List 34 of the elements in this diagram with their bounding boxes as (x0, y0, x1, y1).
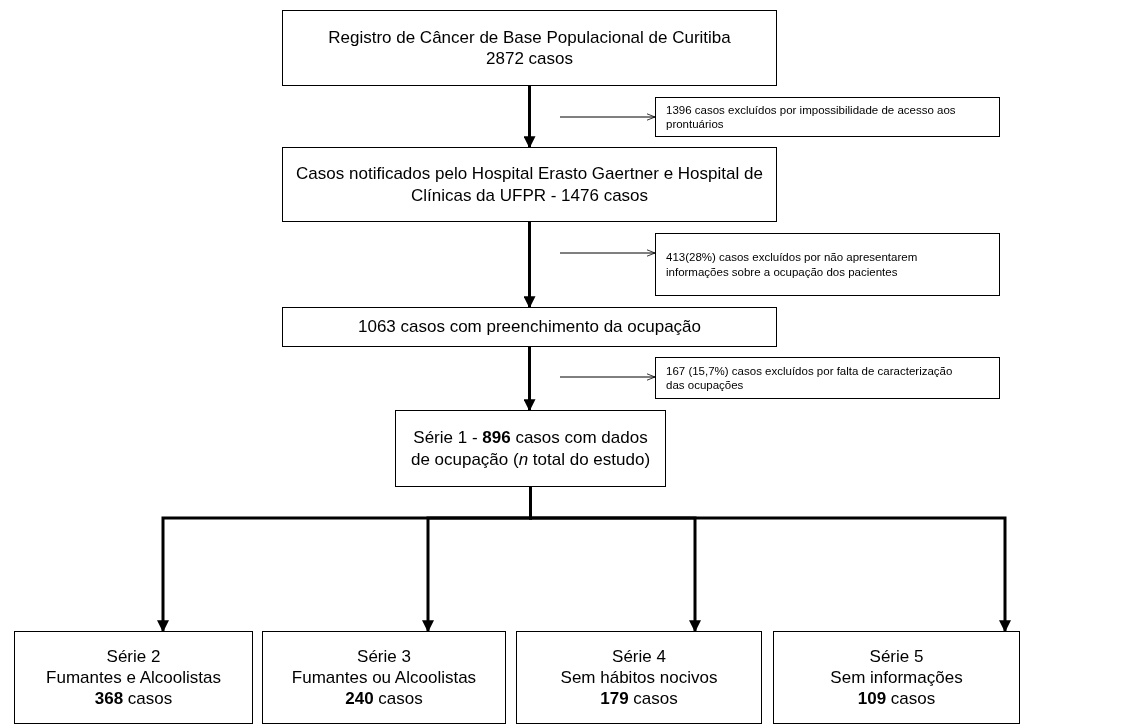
box-text: Casos notificados pelo Hospital Erasto Gaertner e Hospital de Clínicas da UFPR - 1476 casos (295, 163, 764, 206)
process-box (262, 631, 506, 724)
arrow (523, 222, 536, 309)
box-text: 368 casos (94, 688, 173, 710)
box-text: 413(28%) casos excluídos por não apresentarem informações sobre a ocupação dos pacientes (666, 250, 919, 279)
box-text: Série 5 (869, 645, 924, 667)
exclusion-box (655, 233, 1000, 296)
box-text: 1063 casos com preenchimento da ocupação (357, 316, 702, 338)
arrow (523, 86, 536, 149)
box-text: 1396 casos excluídos por impossibilidade de acesso aos prontuários (666, 102, 957, 132)
process-box (14, 631, 253, 724)
process-box (516, 631, 762, 724)
box-text: Série 3 (357, 645, 411, 667)
process-box (395, 410, 666, 487)
process-box (282, 307, 777, 347)
box-text: Série 1 - 896 casos com dados de ocupação (n total do estudo) (409, 427, 652, 470)
box-text: 179 casos (600, 688, 678, 710)
box-text: Série 4 (612, 645, 666, 667)
box-text: Registro de Câncer de Base Populacional de Curitiba (328, 26, 731, 48)
box-text: 2872 casos (486, 48, 573, 70)
arrow (523, 347, 536, 412)
process-box (282, 147, 777, 222)
process-box (282, 10, 777, 86)
exclusion-box (655, 97, 1000, 137)
box-text: Série 2 (106, 645, 161, 667)
box-text: 109 casos (857, 688, 936, 710)
exclusion-box (655, 357, 1000, 399)
process-box (773, 631, 1020, 724)
box-text: Sem hábitos nocivos (560, 666, 718, 689)
box-text: 167 (15,7%) casos excluídos por falta de caracterização das ocupações (666, 363, 954, 393)
box-text: Sem informações (830, 666, 963, 689)
box-text: 240 casos (345, 688, 423, 710)
box-text: Fumantes ou Alcoolistas (291, 666, 477, 689)
box-text: Fumantes e Alcoolistas (46, 666, 221, 689)
